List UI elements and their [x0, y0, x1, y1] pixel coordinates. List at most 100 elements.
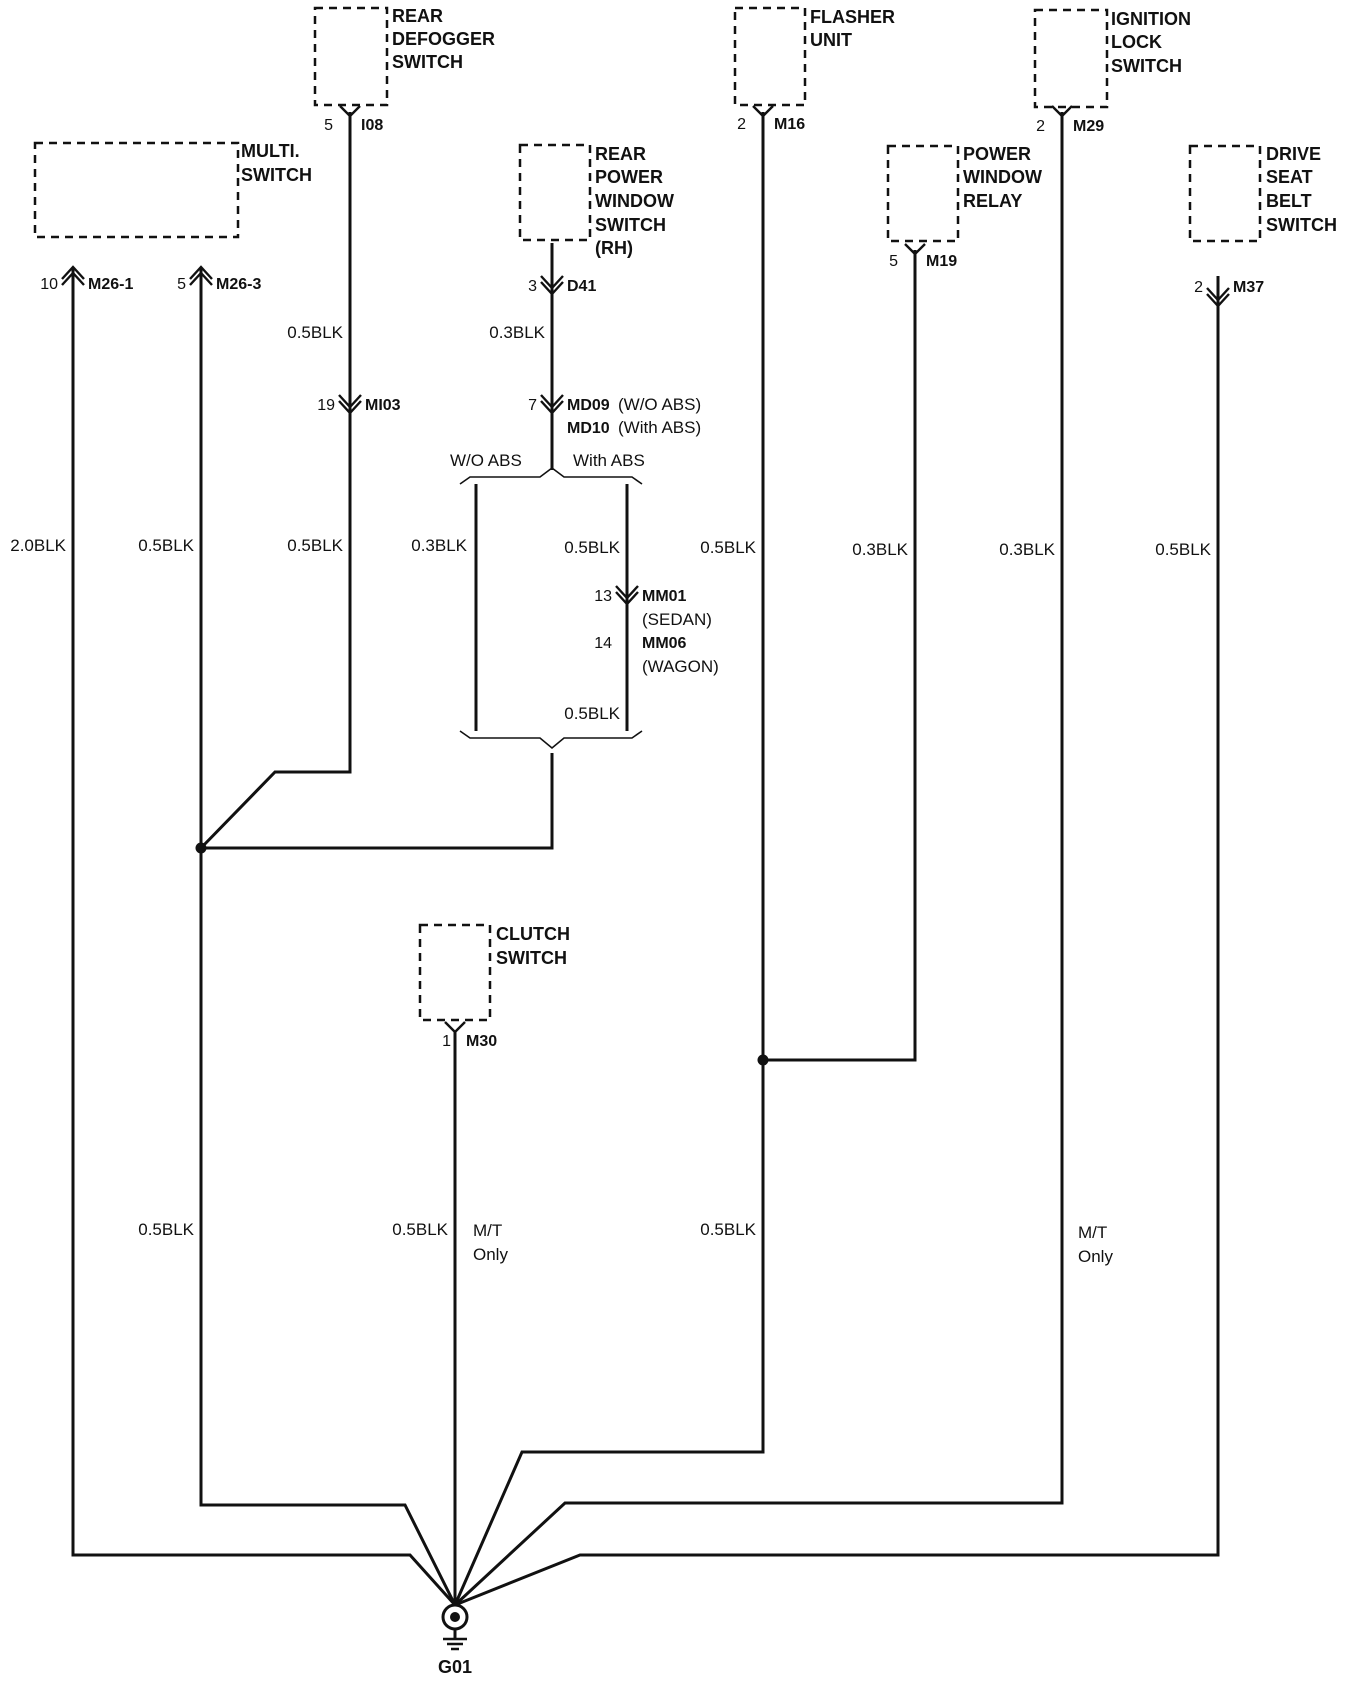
clutch-switch-label-2: SWITCH [496, 948, 567, 968]
connector-mm01-symbol-2 [615, 591, 639, 606]
connector-md09-symbol [540, 394, 564, 409]
rear-power-window-switch-label-4: SWITCH [595, 215, 666, 235]
rear-defogger-switch-label-1: REAR [392, 6, 443, 26]
m19-pin: 5 [889, 253, 898, 270]
wire-m29 [453, 112, 1064, 1607]
m30-pin: 1 [442, 1033, 451, 1050]
m29-name: M29 [1073, 118, 1104, 135]
ignition-lock-switch-label-3: SWITCH [1111, 56, 1182, 76]
mm06-pin: 14 [594, 635, 612, 652]
wire-label-wo-abs: 0.3BLK [411, 536, 467, 555]
connector-m26-3-symbol [189, 271, 213, 286]
connector-d41-symbol [540, 275, 564, 290]
mm06-note: (WAGON) [642, 657, 719, 676]
drive-seat-belt-switch-label-2: SEAT [1266, 167, 1313, 187]
connector-md09-symbol-2 [540, 400, 564, 415]
m26-1-pin: 10 [40, 276, 58, 293]
m26-3-name: M26-3 [216, 276, 261, 293]
multi-switch-label-1: MULTI. [241, 141, 300, 161]
power-window-relay-label-2: WINDOW [963, 167, 1042, 187]
flasher-unit-label-1: FLASHER [810, 7, 895, 27]
m19-name: M19 [926, 253, 957, 270]
connector-m37-symbol [1206, 287, 1230, 302]
mm01-name: MM01 [642, 588, 687, 605]
mm01-pin: 13 [594, 588, 612, 605]
wire-label-flasher-lower: 0.5BLK [700, 1220, 756, 1239]
wires [71, 112, 1220, 1607]
drive-seat-belt-switch-label-1: DRIVE [1266, 144, 1321, 164]
power-window-relay-label-1: POWER [963, 144, 1031, 164]
wire-m26-3 [199, 268, 457, 1606]
drive-seat-belt-switch-label-4: SWITCH [1266, 215, 1337, 235]
wire-label-m26-3-lower: 0.5BLK [138, 1220, 194, 1239]
connector-mm01-symbol [615, 585, 639, 600]
ground-g01: G01 [438, 1603, 472, 1677]
m26-1-name: M26-1 [88, 276, 133, 293]
rear-defogger-switch: REAR DEFOGGER SWITCH [313, 6, 495, 107]
m30-name: M30 [466, 1033, 497, 1050]
ground-terminal-center [450, 1612, 460, 1622]
ignition-lock-switch: IGNITION LOCK SWITCH [1033, 8, 1191, 109]
m26-3-pin: 5 [177, 276, 186, 293]
flasher-unit: FLASHER UNIT [733, 6, 895, 107]
drive-seat-belt-switch: DRIVE SEAT BELT SWITCH [1188, 144, 1337, 243]
connector-m26-1-symbol-2 [61, 265, 85, 280]
md10-note: (With ABS) [618, 418, 701, 437]
connector-m16-symbol [752, 105, 774, 118]
wire-label-d41: 0.3BLK [489, 323, 545, 342]
d41-name: D41 [567, 278, 596, 295]
wo-abs-label: W/O ABS [450, 451, 522, 470]
with-abs-label: With ABS [573, 451, 645, 470]
wire-label-clutch: 0.5BLK [392, 1220, 448, 1239]
mm06-name: MM06 [642, 635, 687, 652]
m16-name: M16 [774, 116, 805, 133]
connector-m29-symbol [1051, 105, 1073, 118]
mt-only-notes: M/T Only M/T Only [473, 1221, 1113, 1266]
wire-label-relay: 0.3BLK [852, 540, 908, 559]
upper-brace [459, 467, 643, 485]
md09-pin: 7 [528, 397, 537, 414]
connector-m30-symbol [444, 1021, 466, 1034]
power-window-relay: POWER WINDOW RELAY [886, 144, 1042, 243]
wire-label-m26-3-upper: 0.5BLK [138, 536, 194, 555]
drive-seat-belt-switch-label-3: BELT [1266, 191, 1312, 211]
ignition-mt-note-1: M/T [1078, 1223, 1107, 1242]
m37-name: M37 [1233, 279, 1264, 296]
rear-power-window-switch-label-5: (RH) [595, 238, 633, 258]
wire-label-with-abs-upper: 0.5BLK [564, 538, 620, 557]
abs-branch-braces: W/O ABS With ABS [450, 451, 645, 750]
clutch-switch-label-1: CLUTCH [496, 924, 570, 944]
rear-power-window-switch-label-3: WINDOW [595, 191, 674, 211]
power-window-relay-label-3: RELAY [963, 191, 1022, 211]
connector-m26-1-symbol [61, 271, 85, 286]
connector-mi03-symbol-2 [338, 400, 362, 415]
wire-i08 [199, 112, 352, 850]
wire-label-ignition: 0.3BLK [999, 540, 1055, 559]
wire-label-flasher-upper: 0.5BLK [700, 538, 756, 557]
i08-name: I08 [361, 117, 383, 134]
clutch-switch: CLUTCH SWITCH [418, 923, 570, 1022]
mm01-note: (SEDAN) [642, 610, 712, 629]
mi03-pin: 19 [317, 397, 335, 414]
connector-d41-symbol-2 [540, 281, 564, 296]
wire-m16 [453, 112, 765, 1606]
connector-m26-3-symbol-2 [189, 265, 213, 280]
connector-i08-symbol [339, 105, 361, 118]
m16-pin: 2 [737, 116, 746, 133]
m29-pin: 2 [1036, 118, 1045, 135]
clutch-mt-note-1: M/T [473, 1221, 502, 1240]
rear-power-window-switch: REAR POWER WINDOW SWITCH (RH) [518, 143, 674, 258]
i08-pin: 5 [324, 117, 333, 134]
flasher-unit-label-2: UNIT [810, 30, 852, 50]
wire-label-with-abs-lower: 0.5BLK [564, 704, 620, 723]
wire-label-i08-upper: 0.5BLK [287, 323, 343, 342]
wire-m19 [763, 250, 917, 1062]
ground-name: G01 [438, 1657, 472, 1677]
rear-power-window-switch-label-1: REAR [595, 144, 646, 164]
connector-m19-symbol [904, 243, 926, 256]
wire-label-i08-lower: 0.5BLK [287, 536, 343, 555]
m37-pin: 2 [1194, 279, 1203, 296]
connector-symbols [61, 105, 1230, 1034]
multi-switch-label-2: SWITCH [241, 165, 312, 185]
